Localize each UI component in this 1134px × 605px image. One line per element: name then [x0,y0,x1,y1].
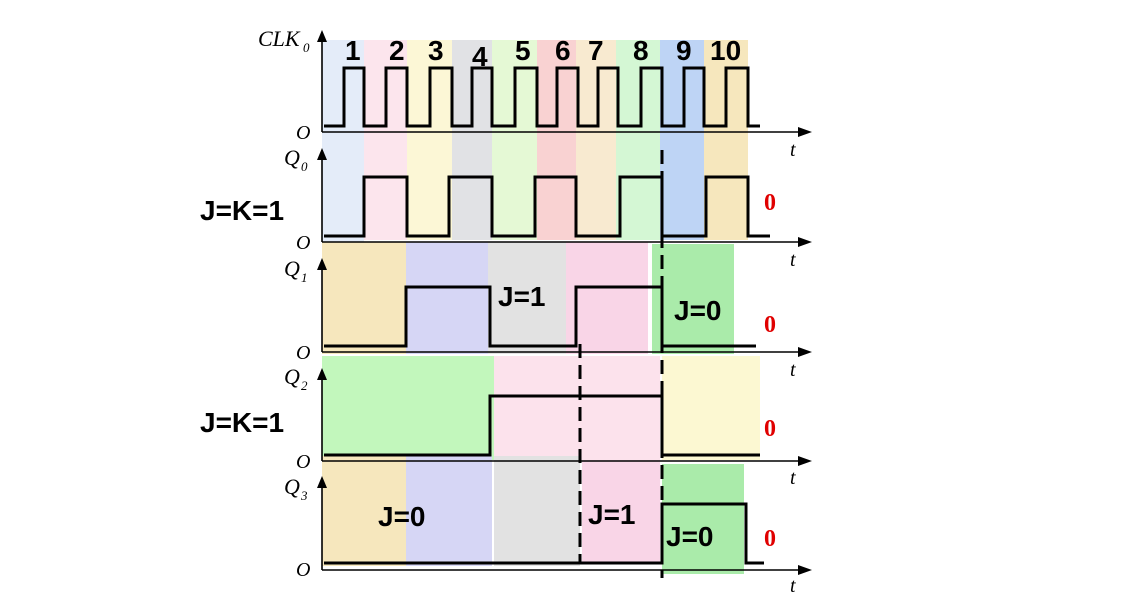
q3-x-arrow-icon [798,565,812,575]
clk0-pulse-2: 2 [389,35,405,66]
shade-q1-b [406,242,490,354]
q3-time-label: t [790,575,796,597]
q0-time-label: t [790,249,796,271]
q1-signal-label: Q [284,256,300,281]
q1-waveform [324,285,756,348]
q0-y-arrow-icon [317,148,327,160]
clk0-waveform [324,66,760,128]
shade-q3-c [494,456,580,566]
shade-q1-d [566,242,648,354]
q3-label-j0-second: J=0 [666,521,714,552]
q1-signal-subscript: 1 [301,270,308,285]
shade-q1-e [652,244,734,354]
q0-x-arrow-icon [798,237,812,247]
q1-time-label: t [790,359,796,381]
shade-col-8 [616,40,660,240]
clk0-signal-subscript: 0 [303,40,310,55]
clk0-time-label: t [790,139,796,161]
q0-waveform [324,175,770,238]
clk0-pulse-6: 6 [555,35,571,66]
shade-q2-a [322,356,496,460]
q2-origin-label: O [296,451,310,473]
row-q1: Q 1 O t J=1 J=0 0 [284,256,812,381]
q0-signal-label: Q [284,145,300,170]
clk0-pulse-10: 10 [710,35,741,66]
q2-signal-subscript: 2 [301,378,308,393]
shade-q2-b [494,356,660,460]
row-q2: Q 2 O t J=K=1 0 [200,364,812,489]
q2-x-arrow-icon [798,456,812,466]
shade-q1-c [488,242,566,354]
shade-col-7 [576,40,616,240]
q3-signal-subscript: 3 [300,488,308,503]
q1-origin-label: O [296,342,310,364]
row-q0: Q 0 O t J=K=1 0 [200,145,812,271]
clk0-pulse-8: 8 [633,35,649,66]
shade-q3-a [322,456,406,566]
q2-time-label: t [790,467,796,489]
q3-origin-label: O [296,559,310,581]
q0-final-value: 0 [764,190,776,216]
q3-waveform [324,502,764,565]
clk0-pulse-7: 7 [588,35,604,66]
q0-origin-label: O [296,232,310,254]
clk0-pulse-3: 3 [428,35,444,66]
shade-q3-e [662,464,744,574]
shade-q2-c [662,356,760,460]
clk0-origin-label: O [296,122,310,144]
clk0-pulse-1: 1 [345,35,361,66]
q2-final-value: 0 [764,416,776,442]
clk0-x-arrow-icon [798,127,812,137]
q3-y-arrow-icon [317,476,327,488]
clk0-pulse-4: 4 [472,41,488,72]
dashed-guides [578,150,664,578]
clk0-y-arrow-icon [317,30,327,42]
clk0-pulse-5: 5 [515,35,531,66]
q2-jk-label: J=K=1 [200,407,284,438]
clk0-pulse-9: 9 [676,35,692,66]
shade-q1-a [322,242,406,354]
q3-label-j0-first: J=0 [378,501,426,532]
q3-signal-label: Q [284,474,300,499]
shade-q3-b [406,456,492,566]
q1-x-arrow-icon [798,347,812,357]
q3-final-value: 0 [764,526,776,552]
q2-y-arrow-icon [317,368,327,380]
q1-label-j0: J=0 [674,295,722,326]
row-q3: Q 3 O t J=0 J=1 J=0 0 [284,474,812,597]
q1-y-arrow-icon [317,258,327,270]
shade-q3-d [582,460,660,564]
q0-jk-label: J=K=1 [200,195,284,226]
q3-label-j1: J=1 [588,499,636,530]
q2-signal-label: Q [284,364,300,389]
shade-col-9 [660,40,704,240]
q1-final-value: 0 [764,312,776,338]
row-clk0: CLK 0 O t 1 2 3 4 5 6 7 8 9 10 [258,26,812,161]
q2-waveform [324,394,760,457]
clk0-signal-label: CLK [258,26,301,51]
background-shading [322,40,760,574]
q0-signal-subscript: 0 [301,159,308,174]
q1-label-j1: J=1 [498,281,546,312]
